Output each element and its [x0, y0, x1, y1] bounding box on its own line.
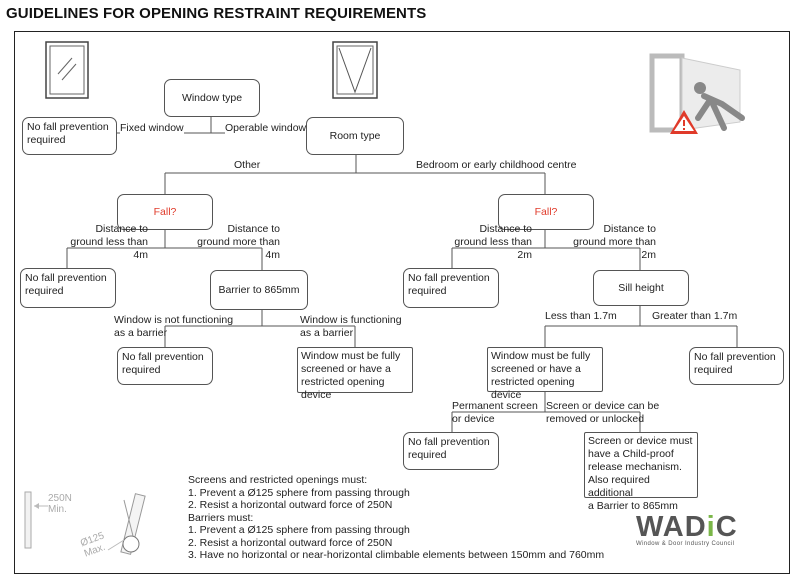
diagram-frame: [14, 31, 790, 574]
screened-right-node: Window must be fully screened or have a …: [487, 347, 603, 401]
child-proof-node: Screen or device must have a Child-proof…: [584, 432, 698, 512]
operable-window-label: Operable window: [225, 122, 307, 135]
fall-warning-icon: [649, 53, 745, 134]
note-line: 2. Resist a horizontal outward force of …: [188, 536, 393, 549]
force-dimension-icon: [24, 491, 48, 549]
logo-wordmark: WADiC: [636, 511, 738, 543]
no-fall-less-2m-node: No fall prevention required: [403, 268, 499, 308]
logo-word-start: WAD: [636, 511, 707, 543]
fixed-window-icon: [45, 41, 89, 99]
screened-left-node: Window must be fully screened or have a …: [297, 347, 413, 401]
note-line: Barriers must:: [188, 511, 254, 524]
distance-more-4m-label: Distance to ground more than 4m: [197, 223, 280, 261]
barrier-865-node: Barrier to 865mm: [210, 270, 308, 310]
no-fall-sill-high-node: No fall prevention required: [689, 347, 784, 385]
room-type-node: Room type: [306, 117, 404, 155]
note-line: 2. Resist a horizontal outward force of …: [188, 499, 393, 511]
logo-word-end: C: [715, 511, 738, 543]
force-dimension-label: 250N Min.: [48, 493, 72, 515]
other-label: Other: [234, 159, 261, 172]
sphere-dimension-icon: [107, 493, 146, 555]
no-fall-not-functioning-node: No fall prevention required: [117, 347, 213, 385]
requirements-notes: Screens and restricted openings must: 1.…: [188, 474, 604, 562]
note-line: 3. Have no horizontal or near-horizontal…: [188, 549, 605, 561]
logo-word-dot: i: [706, 511, 716, 543]
distance-more-2m-label: Distance to ground more than 2m: [573, 223, 656, 261]
fixed-window-label: Fixed window: [120, 122, 184, 135]
fall-right-node: Fall?: [498, 194, 594, 230]
not-functioning-label: Window is not functioning as a barrier: [114, 314, 234, 339]
functioning-label: Window is functioning as a barrier: [300, 314, 402, 339]
distance-less-4m-label: Distance to ground less than 4m: [70, 223, 148, 261]
distance-less-2m-label: Distance to ground less than 2m: [454, 223, 532, 261]
less-than-1-7m-label: Less than 1.7m: [545, 310, 617, 323]
logo-subtitle: Window & Door Industry Council: [636, 541, 735, 547]
fixed-window-outcome-node: No fall prevention required: [22, 117, 117, 155]
note-line: Screens and restricted openings must:: [188, 474, 368, 486]
no-fall-permanent-node: No fall prevention required: [403, 432, 499, 470]
removable-screen-label: Screen or device can be removed or unloc…: [546, 400, 660, 425]
note-line: 1. Prevent a Ø125 sphere from passing th…: [188, 524, 410, 536]
fall-left-node: Fall?: [117, 194, 213, 230]
operable-window-icon: [332, 41, 378, 99]
no-fall-less-4m-node: No fall prevention required: [20, 268, 116, 308]
note-line: 1. Prevent a Ø125 sphere from passing th…: [188, 486, 410, 499]
window-type-node: Window type: [164, 79, 260, 117]
greater-than-1-7m-label: Greater than 1.7m: [652, 310, 738, 323]
bedroom-label: Bedroom or early childhood centre: [416, 159, 577, 172]
wadic-logo: WADiC Window & Door Industry Council: [636, 511, 738, 548]
page-title: GUIDELINES FOR OPENING RESTRAINT REQUIRE…: [6, 5, 427, 22]
permanent-screen-label: Permanent screen or device: [452, 400, 538, 425]
sill-height-node: Sill height: [593, 270, 689, 306]
